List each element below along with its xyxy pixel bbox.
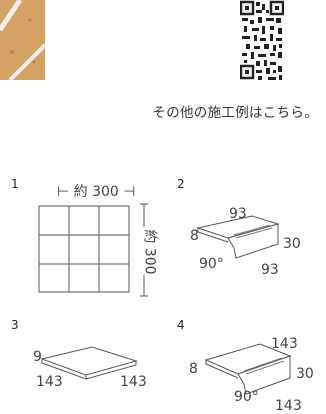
item2-top-dim: 93 (229, 206, 247, 222)
item2-thickness-dim: 8 (190, 228, 199, 244)
item-number-4: 4 (177, 318, 185, 332)
step-tile-143-diagram (204, 343, 292, 395)
item2-height-dim: 30 (283, 236, 301, 252)
item1-width-value: 約 300 (73, 184, 119, 200)
item3-left-dim: 143 (36, 374, 63, 390)
flat-tile-143-diagram (40, 346, 138, 380)
step-tile-93-diagram (196, 215, 280, 259)
item4-angle-dim: 90° (234, 389, 259, 405)
width-arrow-left-icon: ⊢ (57, 184, 74, 200)
item4-bottom-dim: 143 (275, 398, 302, 414)
item2-angle-dim: 90° (199, 256, 224, 272)
tile-photo (0, 0, 45, 80)
item4-height-dim: 30 (296, 366, 314, 382)
item2-bottom-dim: 93 (261, 262, 279, 278)
item1-height-label: 約 300 (141, 229, 158, 275)
item3-right-dim: 143 (120, 374, 147, 390)
other-examples-caption[interactable]: その他の施工例はこちら。 (152, 105, 318, 121)
item3-thickness-dim: 9 (33, 349, 42, 365)
item-number-3: 3 (11, 318, 19, 332)
tile-grid-diagram (38, 205, 130, 293)
qr-code[interactable] (239, 0, 285, 82)
item4-thickness-dim: 8 (189, 361, 198, 377)
item1-width-label: ⊢ 約 300 ⊣ (57, 181, 135, 201)
item-number-2: 2 (177, 177, 185, 191)
width-arrow-right-icon: ⊣ (118, 184, 136, 200)
item4-top-dim: 143 (271, 336, 298, 352)
item1-height-dimension-line (140, 203, 148, 297)
item-number-1: 1 (11, 177, 19, 191)
